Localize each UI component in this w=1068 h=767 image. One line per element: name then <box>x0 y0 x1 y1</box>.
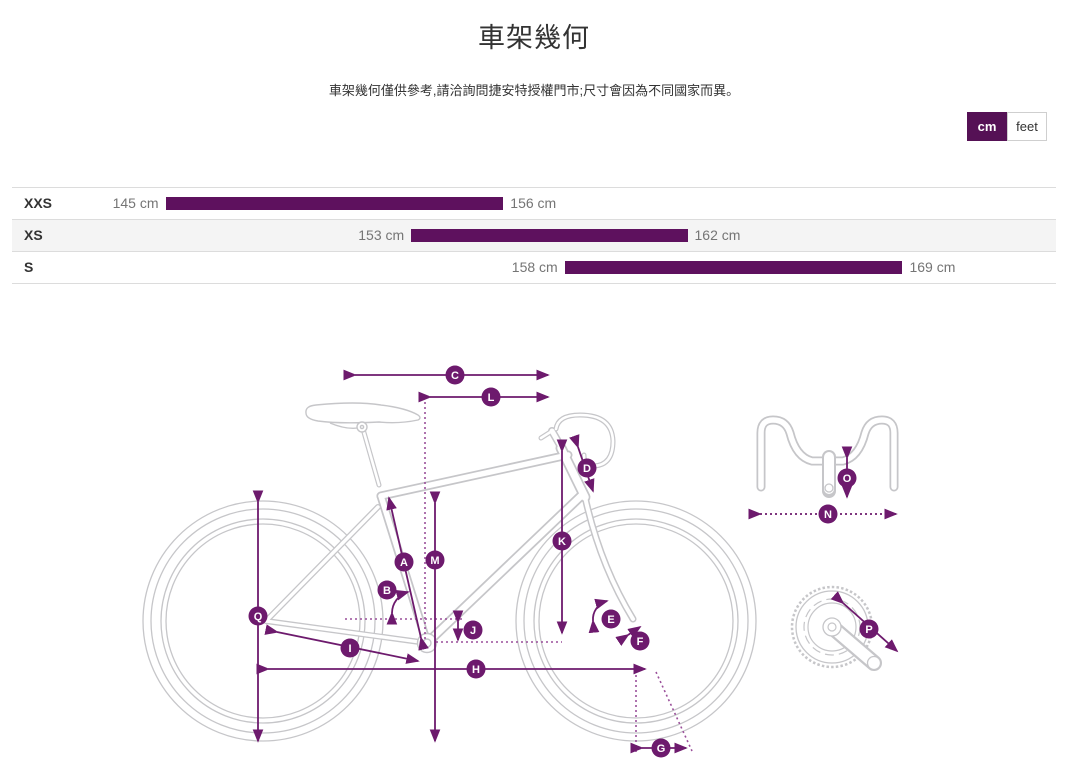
label-C: C <box>445 365 465 385</box>
saddle <box>305 402 421 433</box>
label-I: I <box>340 638 360 658</box>
label-D: D <box>577 458 597 478</box>
bike-drawing <box>142 402 899 742</box>
svg-text:E: E <box>607 614 614 626</box>
svg-text:A: A <box>400 557 408 569</box>
label-F: F <box>630 631 650 651</box>
dim-seat-angle-B <box>386 590 410 625</box>
size-row-XS: XS 153 cm 162 cm <box>12 219 1056 251</box>
unit-cm-button[interactable]: cm <box>967 112 1007 141</box>
size-label: XXS <box>24 195 53 211</box>
size-label: XS <box>24 227 43 243</box>
size-label: S <box>24 259 34 275</box>
label-H: H <box>466 659 486 679</box>
unit-toggle: cm feet <box>967 112 1047 141</box>
height-range-bar <box>411 229 688 242</box>
dim-fork-rake-F <box>615 626 642 646</box>
svg-text:C: C <box>451 370 459 382</box>
height-range-bar <box>165 197 504 210</box>
svg-text:M: M <box>430 555 439 567</box>
label-N: N <box>818 504 838 524</box>
label-P: P <box>859 619 879 639</box>
label-K: K <box>552 531 572 551</box>
svg-text:I: I <box>348 643 351 655</box>
svg-text:Q: Q <box>254 611 263 623</box>
svg-text:L: L <box>488 392 495 404</box>
dim-head-angle-E <box>588 598 609 634</box>
size-row-XXS: XXS 145 cm 156 cm <box>12 187 1056 219</box>
label-Q: Q <box>248 606 268 626</box>
svg-text:O: O <box>843 473 852 485</box>
dimension-labels: C L D K A B M Q I J H E F G N O P <box>248 365 879 758</box>
label-O: O <box>837 468 857 488</box>
page-subtitle: 車架幾何僅供參考,請洽詢問捷安特授權門市;尺寸會因為不同國家而異。 <box>328 83 740 98</box>
unit-feet-button[interactable]: feet <box>1007 112 1047 141</box>
handlebar-front-view <box>756 415 899 498</box>
label-E: E <box>601 609 621 629</box>
min-height-label: 145 cm <box>112 195 159 211</box>
svg-text:H: H <box>472 664 480 676</box>
size-range-table: XXS 145 cm 156 cm XS 153 cm 162 cm S 158 cm 169 … <box>12 187 1056 284</box>
height-range-bar <box>564 261 903 274</box>
svg-text:N: N <box>824 509 832 521</box>
max-height-label: 162 cm <box>694 227 741 243</box>
max-height-label: 169 cm <box>909 259 956 275</box>
label-B: B <box>377 580 397 600</box>
label-A: A <box>394 552 414 572</box>
label-M: M <box>425 550 445 570</box>
label-L: L <box>481 387 501 407</box>
bike-geometry-diagram: C L D K A B M Q I J H E F G N O P <box>142 365 899 758</box>
svg-text:F: F <box>637 636 644 648</box>
label-G: G <box>651 738 671 758</box>
size-row-S: S 158 cm 169 cm <box>12 251 1056 284</box>
svg-text:G: G <box>657 743 666 755</box>
page-title: 車架幾何 <box>478 23 590 53</box>
dimension-arrows <box>252 369 899 754</box>
max-height-label: 156 cm <box>510 195 557 211</box>
label-J: J <box>463 620 483 640</box>
min-height-label: 153 cm <box>358 227 405 243</box>
construction-lines <box>345 397 693 752</box>
min-height-label: 158 cm <box>511 259 558 275</box>
svg-text:K: K <box>558 536 566 548</box>
svg-text:B: B <box>383 585 391 597</box>
svg-text:P: P <box>865 624 872 636</box>
svg-text:J: J <box>470 625 476 637</box>
svg-text:D: D <box>583 463 591 475</box>
